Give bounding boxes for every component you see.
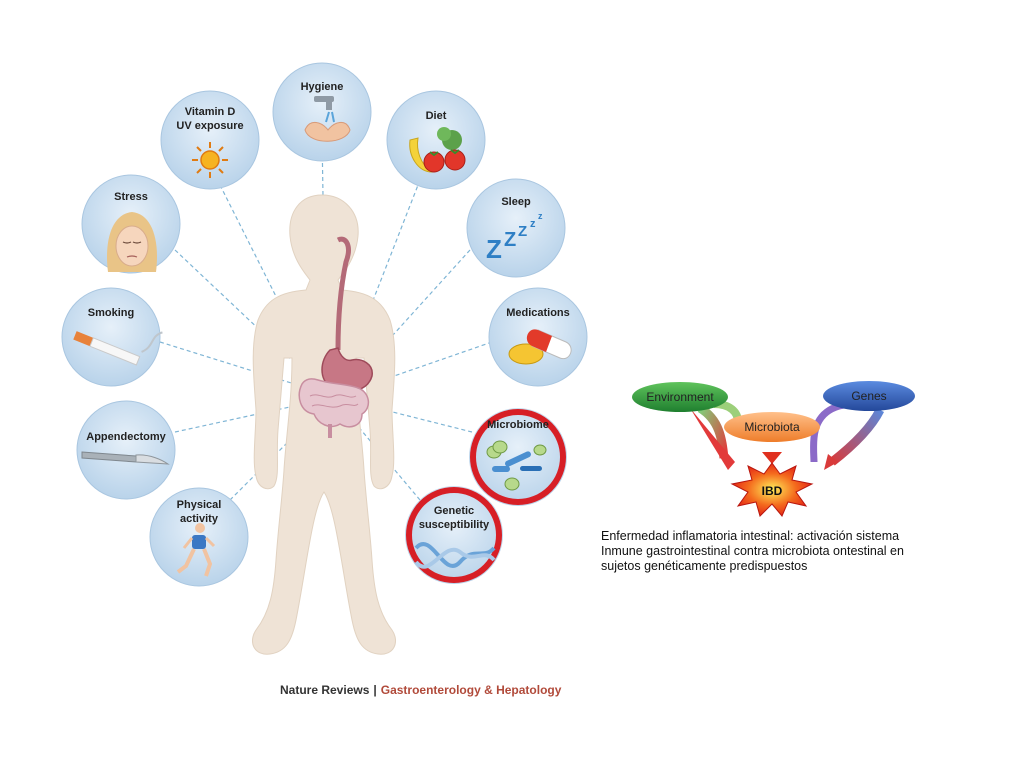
connector-vitamin-d <box>219 184 319 381</box>
fruit-vegetables-icon <box>409 127 466 173</box>
ibd-burst <box>730 462 814 517</box>
factor-appendectomy: Appendectomy <box>76 400 176 500</box>
arrow-genes-to-ibd <box>829 407 885 466</box>
factor-medications-label: Medications <box>506 307 570 319</box>
factor-microbiome: Microbiome <box>469 408 567 506</box>
credit-section: Gastroenterology & Hepatology <box>381 683 562 697</box>
factor-hygiene-label: Hygiene <box>301 81 344 93</box>
factor-stress: Stress <box>81 174 181 274</box>
microbiota-label: Microbiota <box>744 420 800 434</box>
zzz-icon: Z Z Z z z <box>486 211 543 264</box>
stomach <box>321 347 373 393</box>
environment-pill <box>632 382 728 412</box>
factor-smoking: Smoking <box>61 287 163 387</box>
factor-hygiene: Hygiene <box>272 62 372 162</box>
ibd-label: IBD <box>762 484 783 498</box>
factor-physical-activity: Physical activity <box>149 487 249 587</box>
dna-helix-icon <box>414 542 496 569</box>
genes-label: Genes <box>851 389 886 403</box>
genes-pill <box>823 381 915 411</box>
factor-vitamin-d-label-2: UV exposure <box>176 120 243 132</box>
svg-text:z: z <box>530 218 536 230</box>
human-body-figure <box>252 194 396 655</box>
intestine <box>298 378 370 428</box>
credit-journal: Nature Reviews| Gastroenterology & Hepato… <box>280 683 562 697</box>
factor-medications: Medications <box>488 287 588 387</box>
factor-diet-label: Diet <box>426 110 447 122</box>
esophagus <box>335 236 351 351</box>
faucet-hands-icon <box>304 96 351 142</box>
credit-separator: | <box>373 683 376 697</box>
caption-line-2: Inmune gastrointestinal contra microbiot… <box>601 544 904 558</box>
factor-genetic-label-2: susceptibility <box>419 519 490 531</box>
pills-icon <box>508 329 572 365</box>
stressed-face-icon <box>107 212 157 272</box>
svg-text:Z: Z <box>504 229 516 251</box>
diagram-caption: Enfermedad inflamatoria intestinal: acti… <box>601 529 904 573</box>
factor-genetic-label-1: Genetic <box>434 505 474 517</box>
factor-sleep-label: Sleep <box>501 196 531 208</box>
genetic-highlight-ring <box>406 487 502 583</box>
scalpel-icon <box>81 451 170 465</box>
factor-diet: Diet <box>386 90 486 190</box>
svg-text:Z: Z <box>518 223 527 240</box>
factor-physical-activity-label-1: Physical <box>177 499 222 511</box>
environment-label: Environment <box>646 390 714 404</box>
factor-physical-activity-label-2: activity <box>180 513 219 525</box>
caption-line-3: sujetos genéticamente predispuestos <box>601 559 807 573</box>
svg-text:z: z <box>538 211 543 221</box>
factor-vitamin-d: Vitamin D UV exposure <box>160 90 260 190</box>
microbiome-highlight-ring <box>470 409 566 505</box>
arrow-genes-to-microbiota <box>810 400 857 463</box>
runner-icon <box>176 523 216 577</box>
factor-vitamin-d-label-1: Vitamin D <box>185 106 236 118</box>
caption-line-1: Enfermedad inflamatoria intestinal: acti… <box>601 529 899 543</box>
intestine-folds <box>309 394 359 408</box>
factor-microbiome-label: Microbiome <box>487 419 549 431</box>
ibd-interaction-diagram: Environment Microbiota Genes IBD <box>632 381 915 517</box>
connector-microbiome <box>344 399 473 433</box>
bacteria-icon <box>486 440 547 491</box>
svg-text:Z: Z <box>486 234 502 264</box>
sun-icon <box>192 142 228 178</box>
factor-appendectomy-label: Appendectomy <box>86 431 166 443</box>
microbiota-pill <box>724 412 820 442</box>
figure-credit: Nature Reviews| Gastroenterology & Hepato… <box>280 683 562 697</box>
factor-genetic-susceptibility: Genetic susceptibility <box>405 486 503 584</box>
cigarette-icon <box>73 331 163 366</box>
credit-journal-name: Nature Reviews <box>280 683 370 697</box>
factor-sleep: Sleep Z Z Z z z <box>466 178 566 278</box>
factor-stress-label: Stress <box>114 191 148 203</box>
factor-smoking-label: Smoking <box>88 307 134 319</box>
